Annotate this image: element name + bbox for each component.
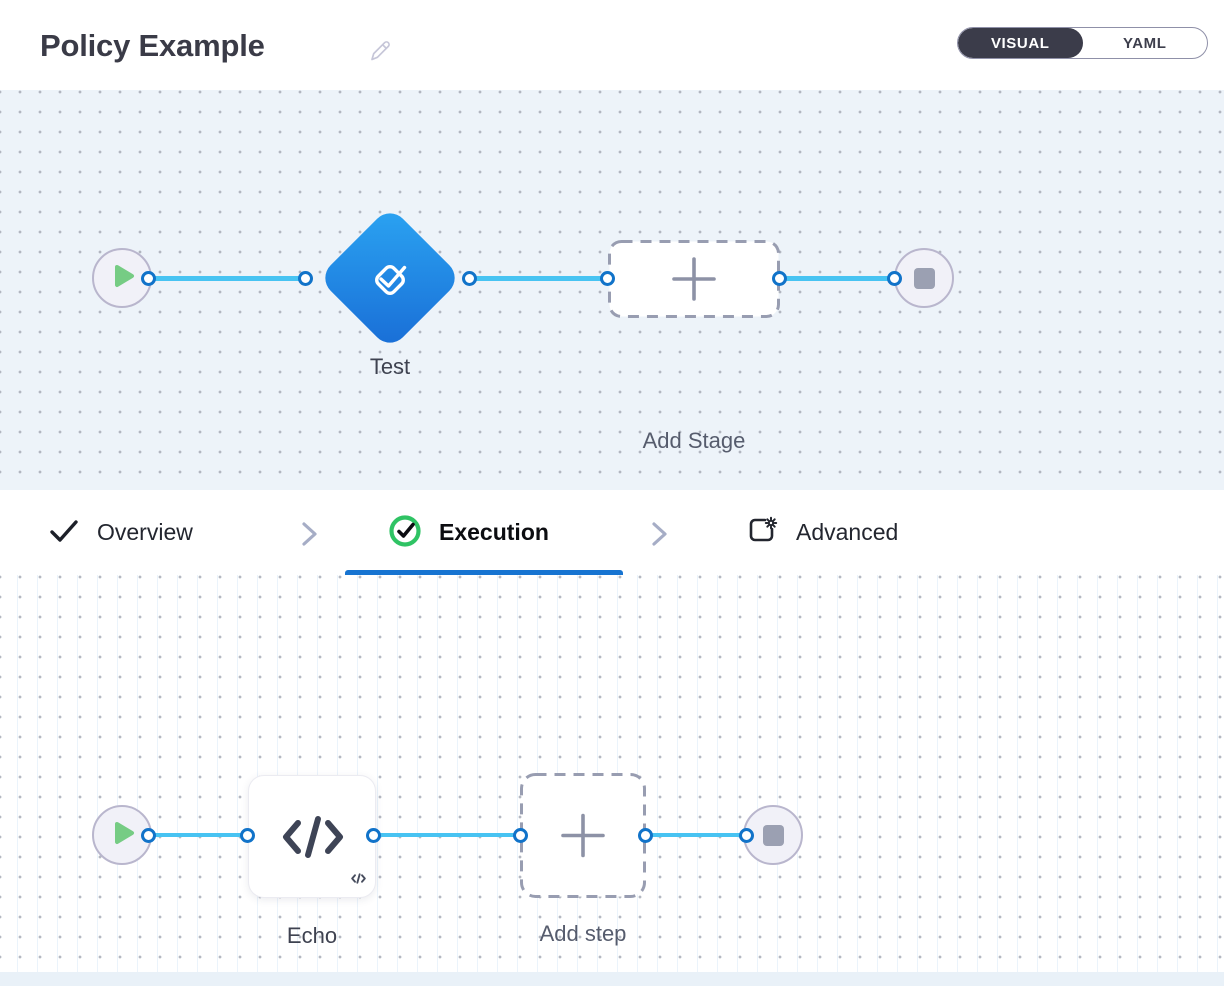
code-icon <box>281 814 345 865</box>
tab-advanced[interactable]: Advanced <box>747 490 898 575</box>
end-node <box>894 248 954 308</box>
connector-port[interactable] <box>366 828 381 843</box>
play-icon <box>113 263 137 294</box>
check-circle-icon <box>388 514 422 551</box>
connector-port[interactable] <box>887 271 902 286</box>
connector-port[interactable] <box>298 271 313 286</box>
toggle-visual-label: VISUAL <box>990 34 1050 52</box>
toggle-visual[interactable]: VISUAL <box>958 28 1083 58</box>
toggle-yaml-label: YAML <box>1122 34 1167 52</box>
tab-overview-label: Overview <box>97 519 193 545</box>
edit-title-button[interactable] <box>366 38 394 66</box>
connector-port[interactable] <box>462 271 477 286</box>
toggle-yaml[interactable]: YAML <box>1083 28 1208 58</box>
connector-line <box>645 833 747 837</box>
connector-port[interactable] <box>240 828 255 843</box>
step-canvas[interactable]: Echo Add step <box>0 575 1224 972</box>
code-badge-icon <box>351 871 366 889</box>
stage-node-test[interactable] <box>317 205 463 351</box>
check-icon <box>48 517 80 548</box>
canvas-section-divider <box>0 972 1224 986</box>
connector-line <box>470 276 608 281</box>
start-node <box>92 805 152 865</box>
connector-port[interactable] <box>600 271 615 286</box>
stage-canvas[interactable]: Test Add Stage <box>0 90 1224 490</box>
page-title: Policy Example <box>40 28 265 63</box>
tab-advanced-label: Advanced <box>796 519 899 545</box>
connector-port[interactable] <box>739 828 754 843</box>
header: Policy Example VISUAL YAML <box>0 0 1224 90</box>
chevron-right-icon <box>648 520 670 553</box>
pencil-icon <box>367 41 393 67</box>
tab-execution-label: Execution <box>439 519 549 545</box>
stop-icon <box>762 824 784 846</box>
stop-icon <box>913 267 935 289</box>
stage-label: Test <box>369 354 411 379</box>
connector-line <box>780 276 895 281</box>
add-step-label: Add step <box>539 921 627 946</box>
mode-toggle: VISUAL YAML <box>957 27 1208 59</box>
active-tab-indicator <box>345 570 623 575</box>
step-node-echo[interactable] <box>248 775 376 898</box>
plus-icon <box>672 257 716 301</box>
chevron-right-icon <box>298 520 320 553</box>
tab-overview[interactable]: Overview <box>48 490 193 575</box>
add-stage-button[interactable] <box>608 240 780 318</box>
add-step-button[interactable] <box>520 773 646 898</box>
play-icon <box>113 820 137 851</box>
connector-port[interactable] <box>141 271 156 286</box>
connector-port[interactable] <box>772 271 787 286</box>
connector-line <box>374 833 521 837</box>
connector-line <box>148 276 306 281</box>
connector-port[interactable] <box>141 828 156 843</box>
connector-port[interactable] <box>638 828 653 843</box>
step-label: Echo <box>286 923 338 948</box>
connector-line <box>148 833 248 837</box>
tab-execution[interactable]: Execution <box>388 490 549 575</box>
connector-port[interactable] <box>513 828 528 843</box>
plus-icon <box>561 813 605 858</box>
stage-config-tabs: Overview Execution <box>0 490 1224 575</box>
panel-gear-icon <box>747 515 779 550</box>
add-stage-label: Add Stage <box>642 428 746 453</box>
